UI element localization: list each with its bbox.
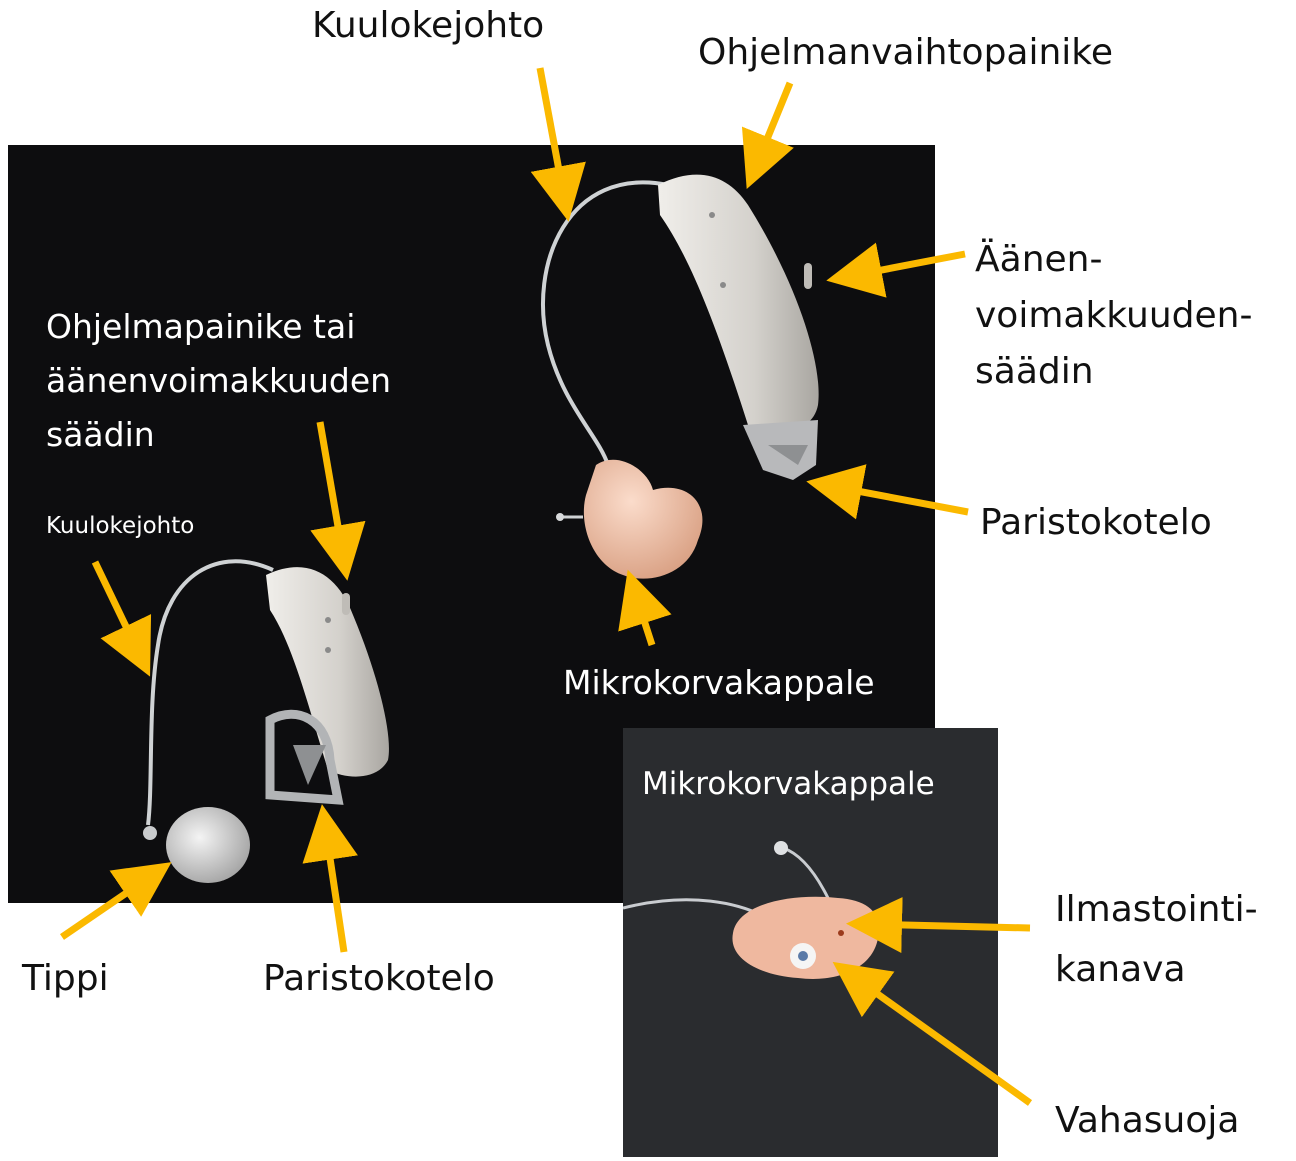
arrow-volume-control bbox=[840, 254, 965, 278]
arrow-battery-door-right bbox=[820, 484, 968, 512]
arrow-left-control bbox=[320, 422, 345, 567]
arrow-receiver-wire-left bbox=[95, 562, 144, 664]
arrow-battery-door-left bbox=[324, 818, 344, 952]
arrow-receiver-wire-top bbox=[540, 68, 566, 208]
arrow-micro-ear-mould bbox=[632, 583, 652, 645]
arrow-program-switch bbox=[752, 83, 790, 176]
arrow-wax-guard bbox=[844, 970, 1030, 1103]
arrow-vent-channel bbox=[860, 924, 1030, 928]
arrow-tip bbox=[62, 870, 160, 937]
